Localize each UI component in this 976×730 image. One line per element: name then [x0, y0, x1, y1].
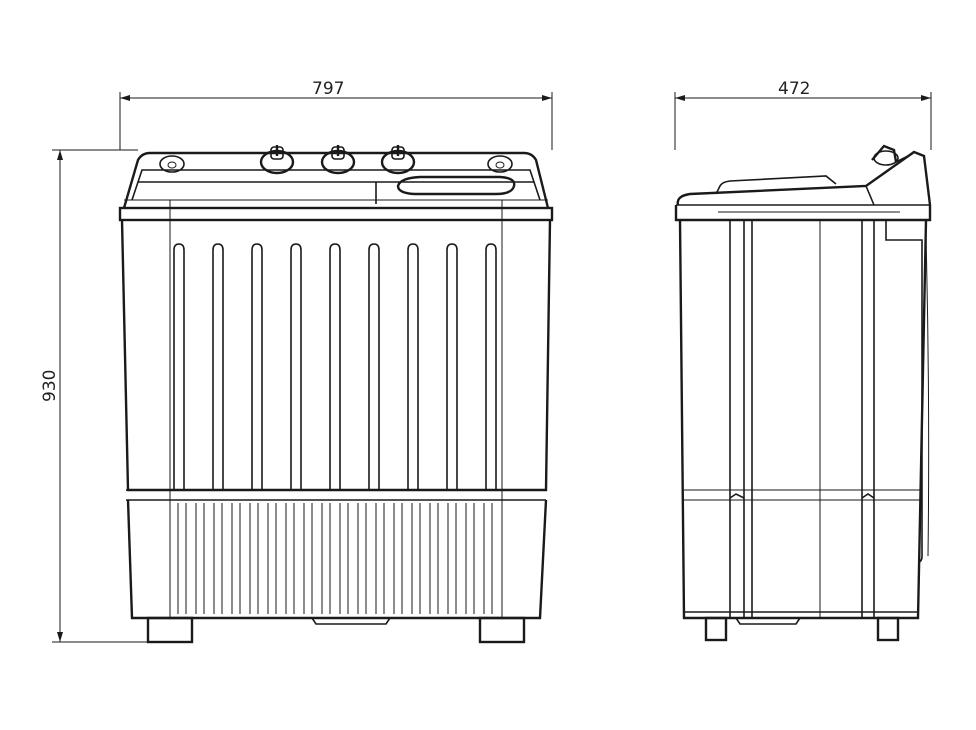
screw-left-icon: [159, 155, 185, 173]
lid-handle[interactable]: [396, 175, 516, 196]
width-dimension-label: 797: [312, 79, 344, 99]
front-ribs: [173, 243, 497, 490]
width-dimension: 797: [119, 79, 553, 150]
depth-dimension-label: 472: [778, 79, 810, 99]
depth-dimension: 472: [674, 79, 932, 150]
side-foot-right: [876, 616, 900, 642]
height-dimension-label: 930: [40, 370, 60, 402]
front-view: [118, 145, 554, 644]
height-dimension: 930: [40, 149, 150, 643]
front-foot-left: [146, 616, 194, 644]
wash-program-knob[interactable]: [320, 145, 356, 175]
side-foot-left: [704, 616, 728, 642]
screw-right-icon: [487, 155, 513, 173]
front-foot-right: [478, 616, 526, 644]
side-knob-icon: [871, 144, 899, 166]
side-view: [674, 144, 932, 642]
wash-timer-knob[interactable]: [259, 145, 295, 175]
spin-timer-knob[interactable]: [380, 145, 416, 175]
front-vents: [177, 503, 493, 614]
